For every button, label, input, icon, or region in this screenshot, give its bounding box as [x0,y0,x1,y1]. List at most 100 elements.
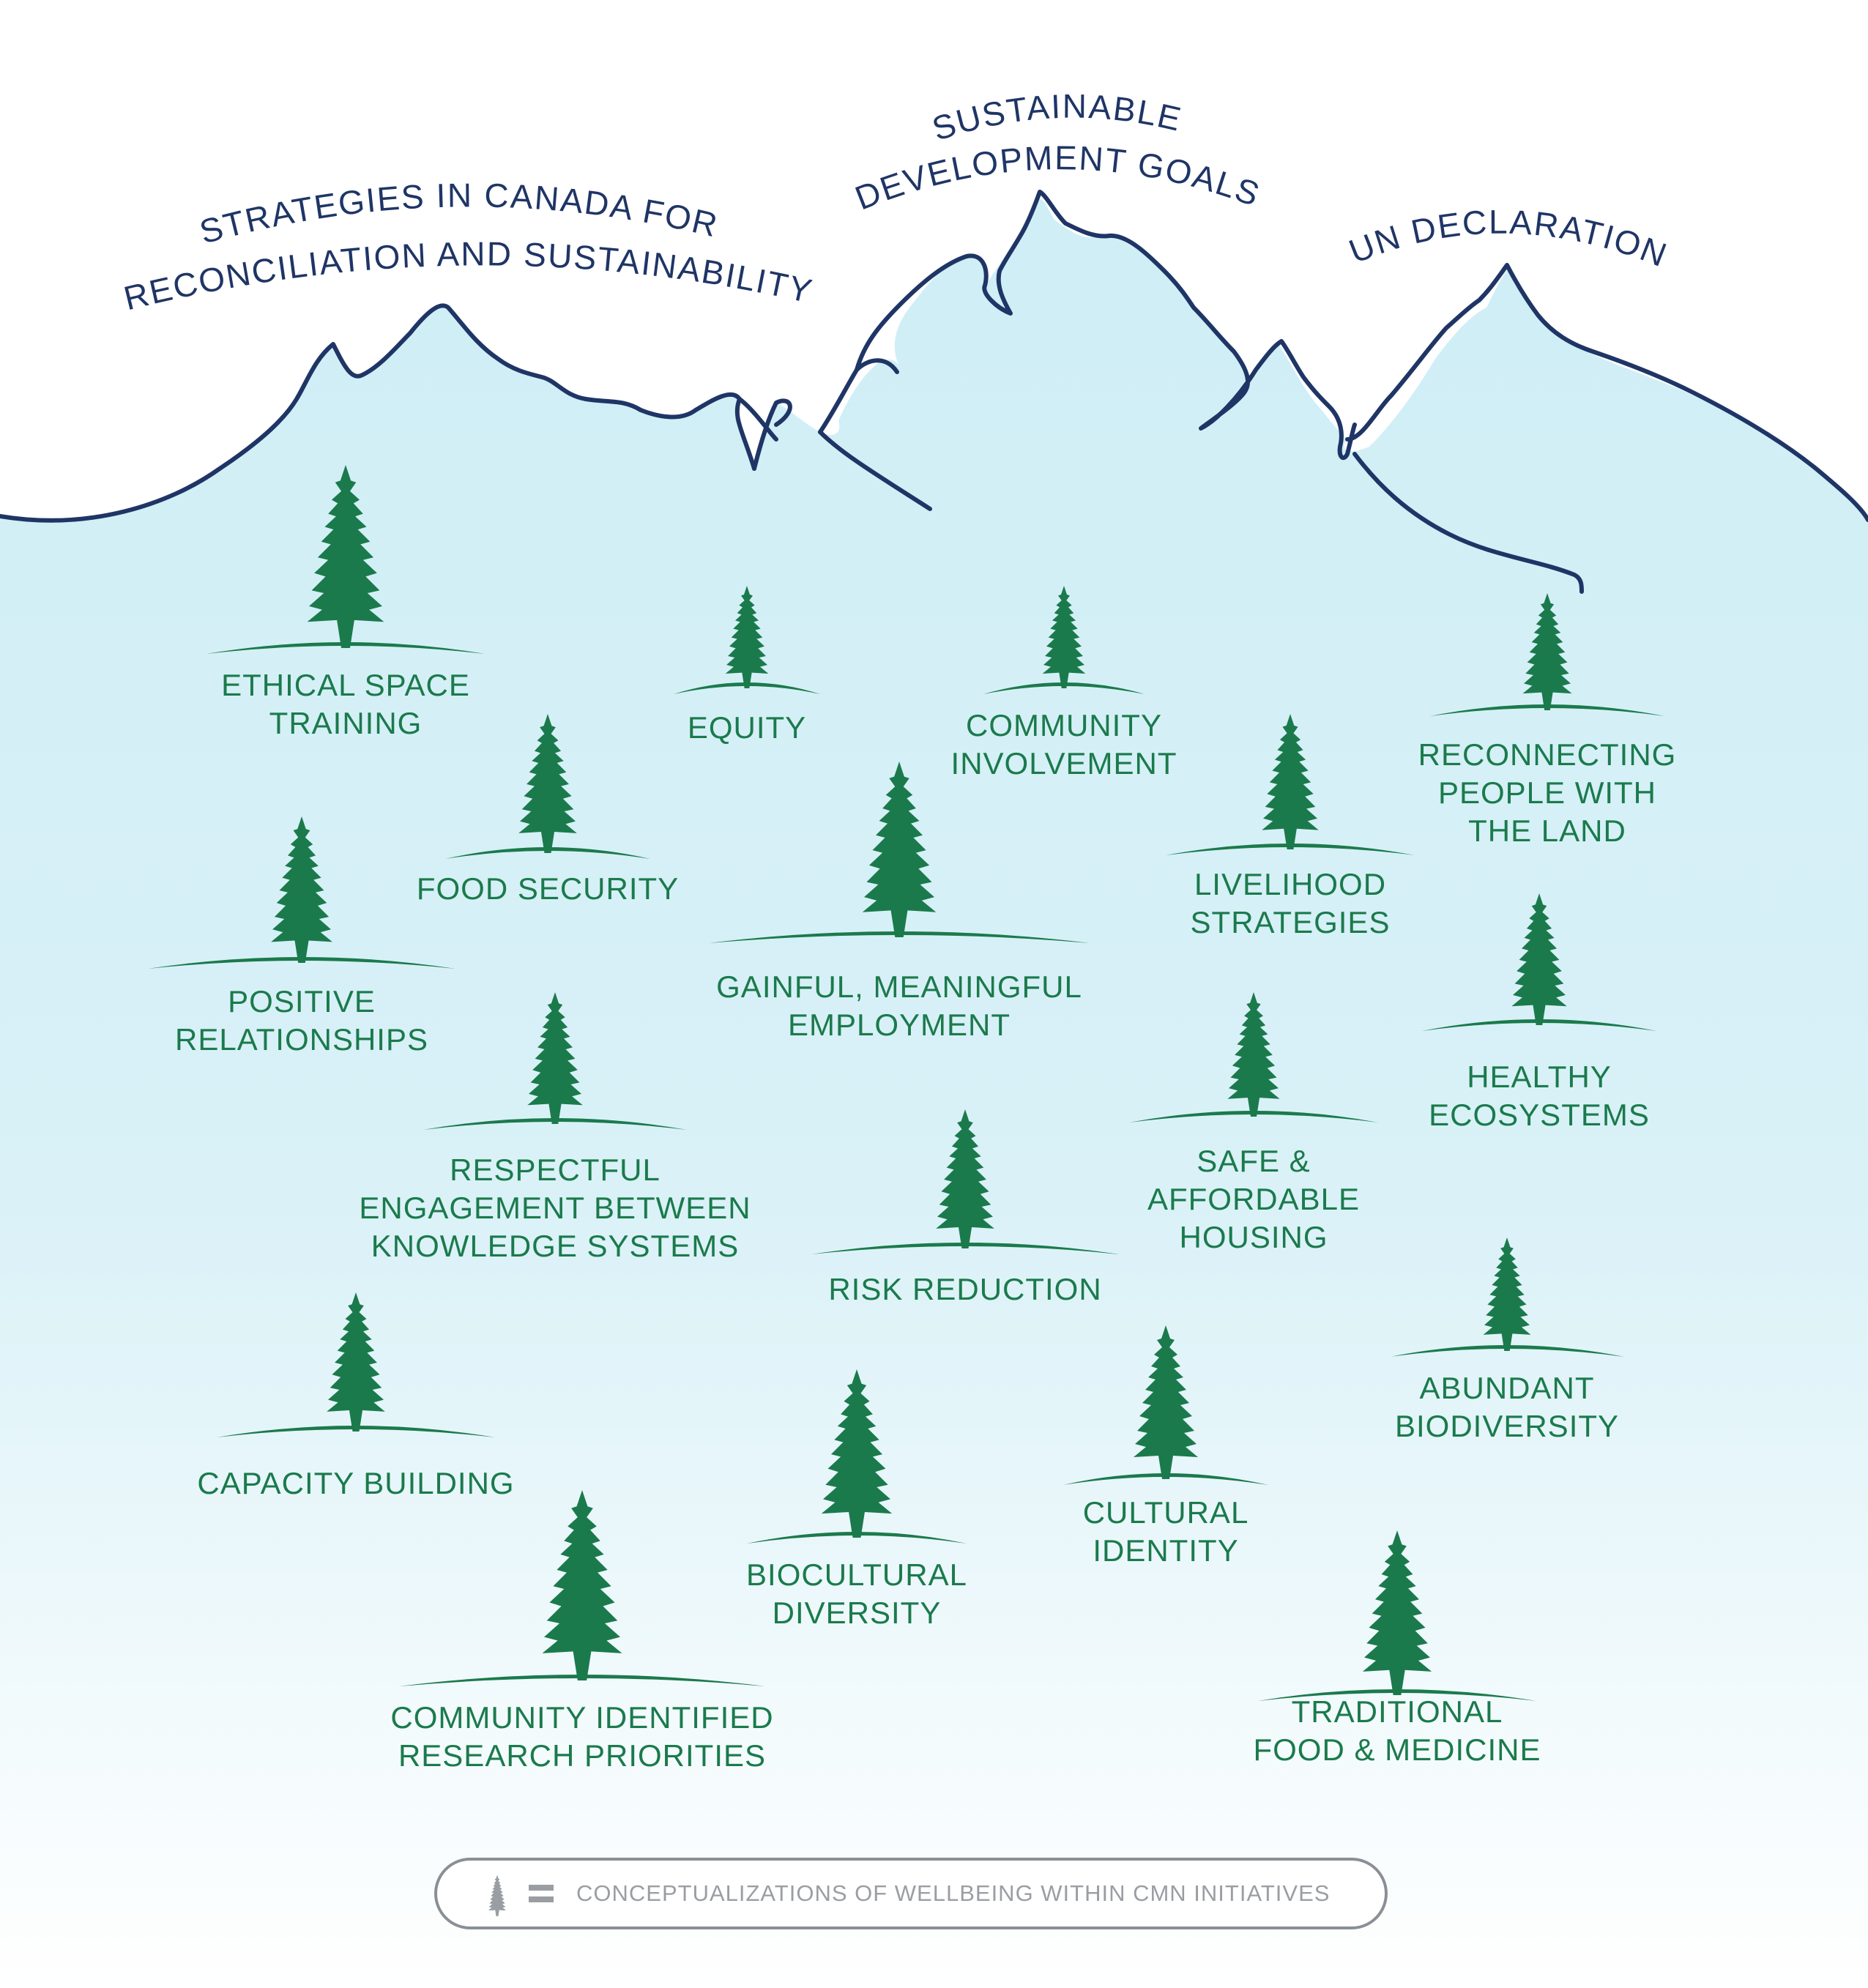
concept-label: RESPECTFUL ENGAGEMENT BETWEEN KNOWLEDGE SY… [359,1151,751,1265]
legend: CONCEPTUALIZATIONS OF WELLBEING WITHIN C… [434,1858,1388,1929]
concept-label: GAINFUL, MEANINGFUL EMPLOYMENT [716,968,1082,1044]
hill-line [983,682,1145,694]
concept-label-line: RESEARCH PRIORITIES [398,1738,767,1773]
framework-sdg-line2: DEVELOPMENT GOALS [850,138,1266,217]
hill-line [217,1426,495,1437]
hill-line [811,1243,1119,1254]
hill-line [423,1118,687,1130]
hill-line [445,847,650,859]
concept-label-line: RESPECTFUL [450,1153,661,1187]
concept-label-line: INVOLVEMENT [950,746,1177,781]
concept-tree-group [674,586,820,694]
concept-label-line: THE LAND [1468,814,1626,848]
concept-label-line: TRAINING [269,706,423,740]
concept-label: EQUITY [688,709,806,747]
concept-label: BIOCULTURAL DIVERSITY [746,1556,967,1632]
concept-tree-group [1129,992,1378,1123]
concept-label-line: EQUITY [687,710,807,745]
hill-line [1430,704,1664,716]
concept-label-line: RELATIONSHIPS [175,1022,428,1057]
concept-label-line: CAPACITY BUILDING [197,1466,515,1500]
concept-label: COMMUNITY INVOLVEMENT [951,707,1177,783]
concept-label-line: LIVELIHOOD [1194,867,1387,901]
concept-label-line: COMMUNITY [966,708,1162,742]
concept-tree-group [148,816,455,969]
hill-line [1063,1473,1268,1485]
hill-line [1166,844,1415,855]
concept-label-line: RECONNECTING [1418,737,1677,772]
tree-icon [488,1875,506,1916]
concept-tree-group [709,762,1090,943]
concept-label-line: CULTURAL [1082,1495,1249,1530]
concept-label-line: AFFORDABLE [1147,1182,1361,1216]
concept-label-line: HEALTHY [1467,1060,1612,1094]
concept-label: ETHICAL SPACE TRAINING [221,666,470,742]
concept-label-line: HOUSING [1179,1220,1328,1254]
concept-tree-group [811,1109,1119,1254]
concept-tree-group [1166,714,1415,855]
concept-tree-group [206,465,485,654]
hill-line [1390,1345,1624,1357]
concept-tree-group [747,1369,967,1544]
concept-label-line: ABUNDANT [1419,1371,1595,1405]
concept-label-line: ETHICAL SPACE [221,668,470,702]
legend-label: CONCEPTUALIZATIONS OF WELLBEING WITHIN C… [576,1880,1331,1906]
concept-label-line: ECOSYSTEMS [1429,1098,1650,1132]
concept-tree-group [399,1490,765,1686]
concept-label: LIVELIHOOD STRATEGIES [1191,865,1391,942]
concept-tree-group [983,586,1145,694]
concept-tree-group [1258,1530,1536,1701]
concept-label-line: COMMUNITY IDENTIFIED [390,1700,774,1735]
concept-label-line: TRADITIONAL [1291,1694,1503,1729]
concept-tree-group [1422,893,1656,1031]
concept-label-line: RISK REDUCTION [828,1272,1102,1306]
hill-line [399,1675,765,1686]
concept-label: SAFE & AFFORDABLE HOUSING [1147,1142,1360,1257]
concept-label-line: FOOD & MEDICINE [1253,1732,1541,1767]
concept-label-line: FOOD SECURITY [416,871,680,906]
concept-label: CAPACITY BUILDING [197,1464,514,1503]
concept-tree-group [1430,593,1664,716]
concept-label: RISK REDUCTION [828,1270,1101,1308]
concept-label-line: STRATEGIES [1190,905,1391,939]
concept-label-line: PEOPLE WITH [1437,775,1657,810]
mountain-fill [0,199,1868,1988]
framework-canada-line2: RECONCILIATION AND SUSTAINABILITY [120,234,816,317]
hill-line [1258,1689,1536,1701]
concept-label: FOOD SECURITY [417,870,679,908]
mountain-outline [0,190,1868,594]
concept-label-line: SAFE & [1197,1144,1311,1178]
forest [148,465,1664,1701]
concept-label: HEALTHY ECOSYSTEMS [1429,1058,1650,1134]
concept-tree-group [445,714,650,859]
concept-label-line: BIOCULTURAL [746,1557,967,1592]
equals-icon [529,1885,554,1904]
hill-line [148,957,455,969]
concept-tree-group [1390,1237,1624,1357]
concept-tree-group [1063,1325,1268,1485]
hill-line [747,1532,967,1544]
concept-label-line: BIODIVERSITY [1394,1409,1620,1443]
hill-line [206,642,485,654]
hill-line [674,682,820,694]
concept-label-line: GAINFUL, MEANINGFUL [716,969,1082,1004]
concept-label: ABUNDANT BIODIVERSITY [1395,1369,1619,1445]
concept-label-line: ENGAGEMENT BETWEEN [359,1191,751,1225]
concept-label-line: DIVERSITY [772,1596,942,1630]
concept-label-line: EMPLOYMENT [787,1008,1011,1042]
concept-label-line: POSITIVE [228,984,376,1019]
concept-label-line: KNOWLEDGE SYSTEMS [371,1229,740,1263]
hill-line [709,931,1090,943]
concept-tree-group [423,992,687,1130]
hill-line [1129,1111,1378,1123]
concept-label-line: IDENTITY [1093,1533,1239,1568]
concept-tree-group [217,1292,495,1437]
hill-line [1422,1019,1656,1031]
